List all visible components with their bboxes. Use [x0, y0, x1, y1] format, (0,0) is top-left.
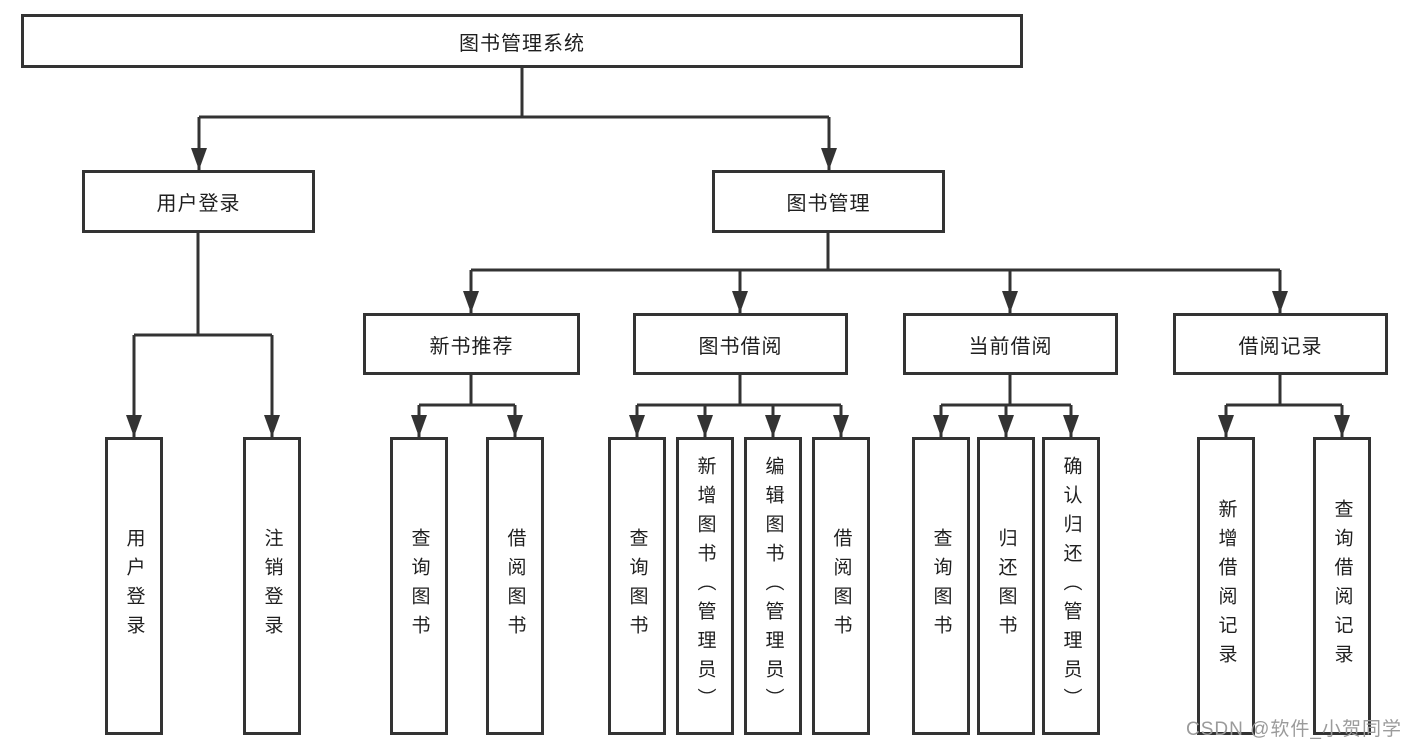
arrowheads: [126, 148, 1350, 437]
leaf-query-books-recommend: 查询图书: [390, 437, 448, 735]
arrow-down-icon: [191, 148, 207, 170]
leaf-label: 查询借阅记录: [1331, 499, 1353, 673]
arrow-down-icon: [264, 415, 280, 437]
leaf-label: 新增借阅记录: [1215, 499, 1237, 673]
arrow-down-icon: [998, 415, 1014, 437]
arrow-down-icon: [1218, 415, 1234, 437]
leaf-user-login: 用户登录: [105, 437, 163, 735]
arrow-down-icon: [463, 291, 479, 313]
leaf-logout: 注销登录: [243, 437, 301, 735]
leaf-query-borrow-record: 查询借阅记录: [1313, 437, 1371, 735]
arrow-down-icon: [1334, 415, 1350, 437]
arrow-down-icon: [507, 415, 523, 437]
arrow-down-icon: [697, 415, 713, 437]
arrow-down-icon: [126, 415, 142, 437]
node-library-management-system: 图书管理系统: [21, 14, 1023, 68]
arrow-down-icon: [1002, 291, 1018, 313]
arrow-down-icon: [629, 415, 645, 437]
leaf-label: 编辑图书（管理员）: [762, 455, 784, 717]
node-borrowing-records: 借阅记录: [1173, 313, 1388, 375]
csdn-watermark: CSDN @软件_小贺同学: [1186, 719, 1402, 740]
arrow-down-icon: [1272, 291, 1288, 313]
arrow-down-icon: [765, 415, 781, 437]
leaf-label: 借阅图书: [504, 528, 526, 644]
arrow-down-icon: [821, 148, 837, 170]
leaf-return-books: 归还图书: [977, 437, 1035, 735]
leaf-borrow-books-borrowing: 借阅图书: [812, 437, 870, 735]
leaf-label: 查询图书: [408, 528, 430, 644]
leaf-confirm-return-admin: 确认归还（管理员）: [1042, 437, 1100, 735]
leaf-add-books-admin: 新增图书（管理员）: [676, 437, 734, 735]
node-user-login: 用户登录: [82, 170, 315, 233]
arrow-down-icon: [732, 291, 748, 313]
node-book-management: 图书管理: [712, 170, 945, 233]
leaf-label: 借阅图书: [830, 528, 852, 644]
leaf-label: 查询图书: [930, 528, 952, 644]
node-current-borrowing: 当前借阅: [903, 313, 1118, 375]
arrow-down-icon: [933, 415, 949, 437]
arrow-down-icon: [1063, 415, 1079, 437]
leaf-label: 注销登录: [261, 528, 283, 644]
leaf-query-books-current: 查询图书: [912, 437, 970, 735]
node-book-borrowing: 图书借阅: [633, 313, 848, 375]
leaf-query-books-borrowing: 查询图书: [608, 437, 666, 735]
leaf-borrow-books-recommend: 借阅图书: [486, 437, 544, 735]
leaf-label: 确认归还（管理员）: [1060, 455, 1082, 717]
arrow-down-icon: [833, 415, 849, 437]
connector-paths: [132, 68, 1344, 437]
arrow-down-icon: [411, 415, 427, 437]
leaf-label: 归还图书: [995, 528, 1017, 644]
node-new-book-recommendation: 新书推荐: [363, 313, 580, 375]
leaf-label: 新增图书（管理员）: [694, 455, 716, 717]
leaf-add-borrow-record: 新增借阅记录: [1197, 437, 1255, 735]
leaf-label: 查询图书: [626, 528, 648, 644]
leaf-edit-books-admin: 编辑图书（管理员）: [744, 437, 802, 735]
leaf-label: 用户登录: [123, 528, 145, 644]
